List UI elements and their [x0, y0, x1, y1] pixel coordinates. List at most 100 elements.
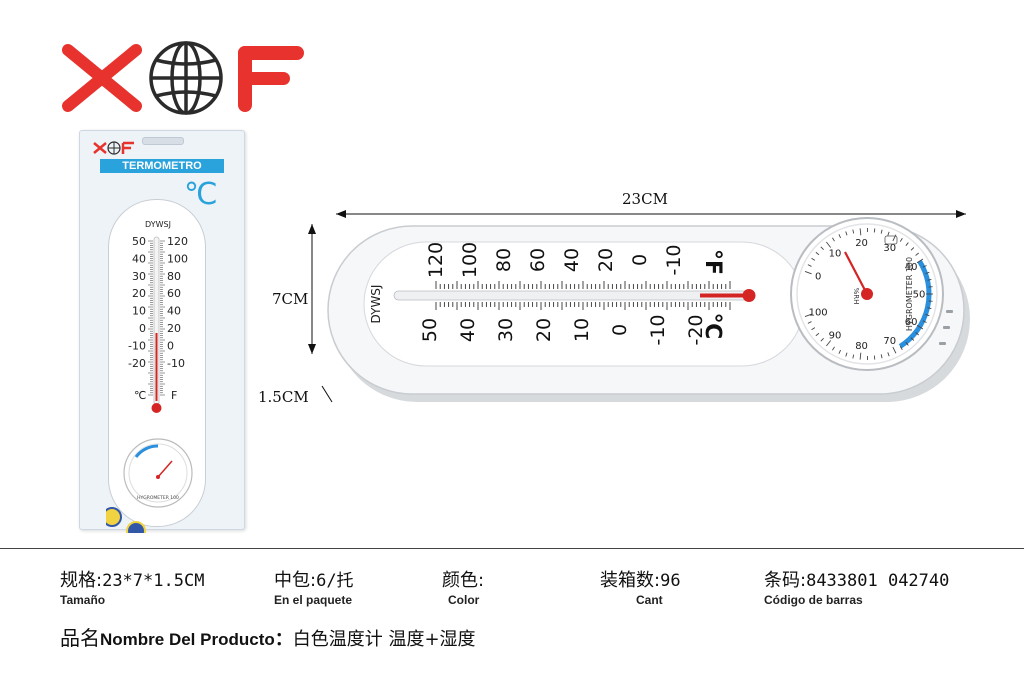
package-hygrometer-text: HYGROMETER 100	[137, 495, 179, 501]
fahrenheit-tick-label: 0	[629, 254, 651, 266]
dial-tick	[916, 324, 924, 330]
dial-tick	[807, 264, 812, 267]
package-unit-c: ℃	[134, 389, 146, 402]
sticker-icon	[126, 521, 146, 533]
product-name-separator: ：	[274, 629, 293, 650]
dial-tick	[925, 313, 930, 317]
height-label: 7CM	[272, 290, 309, 308]
dial-tick	[899, 346, 903, 350]
dial-tick	[807, 321, 812, 324]
spec-size: 规格:23*7*1.5CM	[60, 566, 204, 592]
dial-tick	[859, 352, 862, 360]
dial-tick	[826, 241, 832, 248]
arrow-up-icon	[308, 224, 316, 234]
dial-tick	[915, 332, 920, 336]
dial-tick	[811, 327, 816, 331]
hygrometer-pivot	[861, 288, 873, 300]
dial-number: 100	[809, 307, 828, 318]
fahrenheit-tick-label: 0	[167, 339, 174, 352]
vent-slots	[939, 310, 953, 345]
fahrenheit-tick-label: 20	[167, 322, 181, 335]
divider	[0, 548, 1024, 549]
product-name-label-en: Nombre Del Producto	[100, 630, 275, 649]
dial-number: 60	[905, 317, 918, 328]
fahrenheit-tick-label: 80	[167, 270, 181, 283]
dial-tick	[880, 354, 883, 359]
dial-number: 90	[829, 330, 842, 341]
dial-tick	[826, 340, 832, 347]
fahrenheit-tick-label: 60	[167, 287, 181, 300]
mercury-column	[700, 293, 748, 298]
celsius-tick-label: -10	[647, 314, 669, 345]
dial-tick	[832, 346, 835, 351]
spec-carton: 装箱数:96	[600, 566, 681, 592]
dial-number: 30	[883, 243, 896, 254]
dial-tick	[925, 271, 930, 275]
sticker-icon	[106, 507, 122, 527]
fahrenheit-tick-label: -10	[167, 357, 185, 370]
package-hygrometer	[123, 438, 193, 508]
dial-tick	[905, 342, 909, 346]
dial-tick	[804, 271, 812, 275]
spec-inner-sub: En el paquete	[274, 593, 353, 607]
hang-hole	[142, 137, 184, 145]
dial-tick	[820, 337, 824, 342]
dial-number: 40	[905, 262, 918, 273]
arrow-left-icon	[336, 210, 346, 218]
hygrometer-comfort-zone	[898, 259, 932, 349]
logo-globe-icon	[149, 41, 223, 115]
dial-tick	[887, 352, 890, 357]
fahrenheit-tick-label: 100	[459, 242, 481, 278]
spec-barcode-value: 8433801 042740	[806, 571, 950, 591]
dial-tick	[815, 251, 820, 256]
celsius-tick-label: 10	[132, 305, 146, 318]
dial-tick	[922, 265, 927, 268]
dial-tick	[832, 237, 835, 242]
dial-number: 50	[913, 290, 926, 301]
package-model-text: DYWSJ	[145, 220, 171, 229]
fahrenheit-tick-label: 40	[167, 305, 181, 318]
spec-carton-sub: Cant	[636, 593, 663, 607]
celsius-tick-label: 20	[533, 318, 555, 342]
fahrenheit-tick-label: 60	[527, 248, 549, 272]
fahrenheit-tick-label: 120	[425, 242, 447, 278]
spec-size-sub: Tamaño	[60, 593, 106, 607]
fahrenheit-tick-label: -10	[663, 244, 685, 275]
hygrometer-needle	[844, 251, 868, 295]
celsius-tick-label: -20	[685, 314, 707, 345]
logo-x-icon	[62, 44, 142, 112]
dial-tick	[845, 352, 848, 357]
arrow-right-icon	[956, 210, 966, 218]
dial-tick	[804, 313, 812, 317]
brand-logo	[62, 41, 304, 115]
rh-label: %RH	[852, 288, 860, 305]
package-unit-symbol: ℃	[184, 178, 218, 211]
arrow-down-icon	[308, 344, 316, 354]
celsius-tick-label: 20	[132, 287, 146, 300]
dial-tick	[927, 307, 932, 310]
product-name-label-cn: 品名	[60, 626, 100, 650]
thermometer-bulb	[742, 289, 756, 302]
celsius-tick-label: -20	[128, 357, 146, 370]
depth-label: 1.5CM	[258, 388, 309, 406]
dial-tick	[927, 278, 932, 281]
dial-number: 70	[883, 336, 896, 347]
spec-carton-value: 96	[660, 571, 681, 591]
dial-tick	[905, 242, 909, 246]
fahrenheit-tick-label: 80	[493, 248, 515, 272]
spec-inner: 中包:6/托	[274, 566, 354, 592]
fahrenheit-unit: °F	[700, 249, 725, 275]
dial-tick	[838, 234, 842, 239]
fahrenheit-tick-label: 40	[561, 248, 583, 272]
spec-inner-value: 6/托	[316, 571, 354, 591]
dial-tick	[899, 238, 903, 242]
dial-tick	[915, 252, 920, 256]
spec-barcode: 条码:8433801 042740	[764, 566, 949, 592]
package-logo-icon	[93, 141, 134, 155]
package-bulb	[151, 403, 162, 413]
dial-tick	[852, 229, 855, 234]
hygrometer-text: HYGROMETER 100	[905, 257, 914, 331]
badge-icon	[884, 235, 898, 245]
